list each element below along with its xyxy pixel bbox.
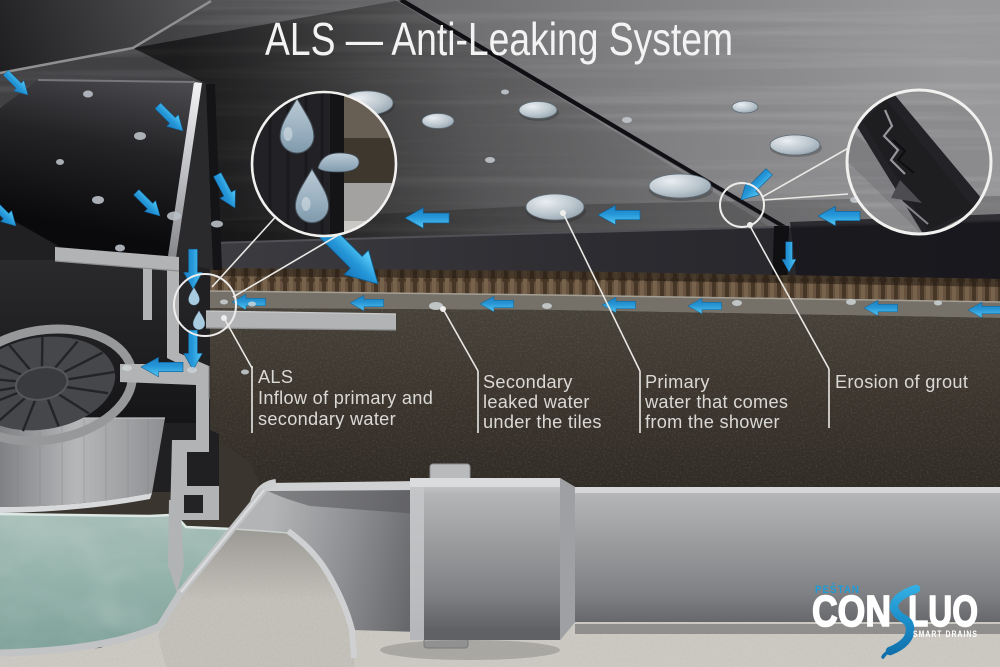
svg-text:Secondary: Secondary (483, 372, 573, 392)
svg-text:ALS — Anti-Leaking System: ALS — Anti-Leaking System (265, 13, 733, 65)
svg-text:CON: CON (812, 587, 891, 636)
svg-text:leaked water: leaked water (483, 392, 590, 412)
svg-text:Primary: Primary (645, 372, 710, 392)
svg-text:under the tiles: under the tiles (483, 412, 602, 432)
svg-text:secondary water: secondary water (258, 409, 396, 429)
svg-text:SMART DRAINS: SMART DRAINS (913, 629, 978, 640)
svg-text:LUO: LUO (908, 587, 978, 636)
svg-text:Erosion of grout: Erosion of grout (835, 372, 968, 392)
svg-text:water that comes: water that comes (644, 392, 788, 412)
svg-text:Inflow of primary and: Inflow of primary and (258, 388, 433, 408)
svg-text:from the shower: from the shower (645, 412, 780, 432)
svg-text:ALS: ALS (258, 367, 293, 387)
svg-text:PEŠTAN: PEŠTAN (815, 583, 860, 596)
